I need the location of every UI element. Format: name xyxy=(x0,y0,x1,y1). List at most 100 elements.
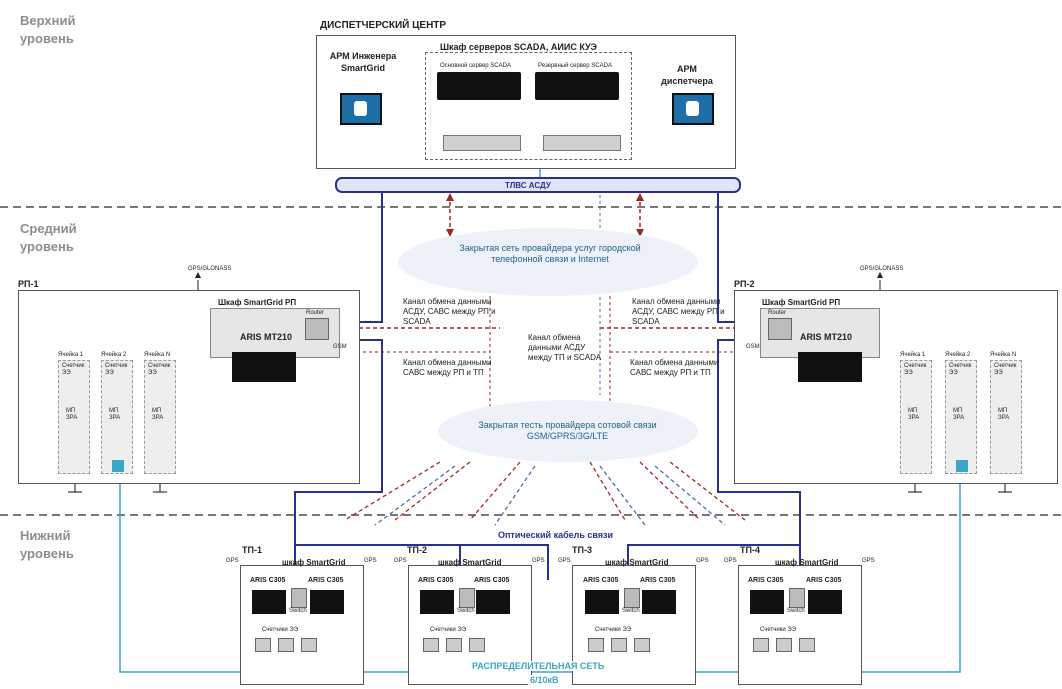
rp1-cabinet-label: Шкаф SmartGrid РП xyxy=(218,298,297,307)
distribution-voltage-label: 6/10кВ xyxy=(528,675,561,685)
landline-cloud xyxy=(398,228,698,296)
monitor-icon xyxy=(340,93,382,125)
tp3-device-a-icon xyxy=(585,590,619,614)
tp1-cabinet-label: шкаф SmartGrid xyxy=(282,558,346,567)
tp1-switch-label: Switch xyxy=(289,608,307,614)
tp3-switch-label: Switch xyxy=(622,608,640,614)
tp1-device-b-icon xyxy=(310,590,344,614)
rp1-bus-node xyxy=(112,460,124,472)
rp1-cell-2-label: Ячейка 2 xyxy=(101,352,127,358)
tp1-meters-label: Счетчики ЭЭ xyxy=(262,627,299,633)
rp1-mp-1: МП ЗРА xyxy=(66,408,78,421)
tp3-switch-icon xyxy=(624,588,640,608)
tp4-switch-label: Switch xyxy=(787,608,805,614)
rp2-cell-n-label: Ячейка N xyxy=(990,352,1017,358)
tp2-switch-label: Switch xyxy=(457,608,475,614)
tp3-device-b-label: ARIS C305 xyxy=(640,577,676,584)
dispatch-title: ДИСПЕТЧЕРСКИЙ ЦЕНТР xyxy=(320,20,447,31)
rp2-label: РП-2 xyxy=(734,279,755,289)
arm-engineer-label: АРМ Инженера SmartGrid xyxy=(329,51,397,73)
optical-cable-label: Оптический кабель связи xyxy=(498,530,614,540)
main-server-label: Основной сервер SCADA xyxy=(440,63,511,69)
channel-label-center: Канал обмена данными АСДУ между ТП и SCA… xyxy=(528,333,602,362)
tp2-device-a-icon xyxy=(420,590,454,614)
meter-icon xyxy=(799,638,815,652)
rp1-device-icon xyxy=(232,352,296,382)
tp4-meters-label: Счетчики ЭЭ xyxy=(760,627,797,633)
rp1-device-label: ARIS MT210 xyxy=(240,332,293,342)
arm-dispatcher-label: АРМ диспетчера xyxy=(661,64,713,86)
cellular-cloud xyxy=(438,400,698,462)
server-cabinet-label: Шкаф серверов SCADA, АИИС КУЭ xyxy=(440,42,597,52)
rp2-cell-n xyxy=(990,360,1022,474)
level-lower-label: Нижний уровень xyxy=(20,528,74,561)
rp1-meter-2: Счетчик ЭЭ xyxy=(105,363,128,376)
tp4-device-b-icon xyxy=(808,590,842,614)
tp3-device-b-icon xyxy=(642,590,676,614)
tp4-device-a-label: ARIS C305 xyxy=(748,577,784,584)
tp1-device-b-label: ARIS C305 xyxy=(308,577,344,584)
tp3-gps-label: GPS xyxy=(558,558,571,564)
level-middle-label: Средний уровень xyxy=(20,221,77,254)
rp1-router-label: Router xyxy=(306,310,325,316)
switch-icon xyxy=(543,135,621,151)
backup-server-label: Резервный сервер SCADA xyxy=(538,63,612,69)
rp2-cell-1 xyxy=(900,360,932,474)
rp2-bus-node xyxy=(956,460,968,472)
meter-icon xyxy=(753,638,769,652)
fiber-rp2-tp xyxy=(627,339,801,580)
rp1-cell-2 xyxy=(101,360,133,474)
tp3-cabinet-label: шкаф SmartGrid xyxy=(605,558,669,567)
rp2-cell-2-label: Ячейка 2 xyxy=(945,352,971,358)
meter-icon xyxy=(301,638,317,652)
level-upper-label: Верхний уровень xyxy=(20,13,76,46)
tp1-box xyxy=(240,565,364,685)
tp1-switch-icon xyxy=(291,588,307,608)
tp4-cabinet-label: шкаф SmartGrid xyxy=(775,558,839,567)
backup-server-icon xyxy=(535,72,619,100)
meter-icon xyxy=(611,638,627,652)
rp1-router-icon xyxy=(305,318,329,340)
rp2-cell-1-label: Ячейка 1 xyxy=(900,352,926,358)
rp1-gsm-label: GSM xyxy=(333,344,347,350)
lan-bus-label: ТЛВС АСДУ xyxy=(505,181,551,190)
tp3-device-a-label: ARIS C305 xyxy=(583,577,619,584)
rp2-meter-n: Счетчик ЭЭ xyxy=(994,363,1017,376)
monitor-icon xyxy=(672,93,714,125)
rp2-mp-1: МП ЗРА xyxy=(908,408,920,421)
meter-icon xyxy=(446,638,462,652)
rp2-cell-2 xyxy=(945,360,977,474)
meter-icon xyxy=(634,638,650,652)
tp2-gps-label: GPS xyxy=(394,558,407,564)
rp2-device-icon xyxy=(798,352,862,382)
channel-label-left-top: Канал обмена данными АСДУ, САВС между РП… xyxy=(403,297,496,326)
tp4-device-b-label: ARIS C305 xyxy=(806,577,842,584)
distribution-label: РАСПРЕДЕЛИТЕЛЬНАЯ СЕТЬ xyxy=(470,661,607,671)
rp2-device-label: ARIS MT210 xyxy=(800,332,853,342)
dispatch-center-box xyxy=(316,35,736,169)
tp3-meters-label: Счетчики ЭЭ xyxy=(595,627,632,633)
main-server-icon xyxy=(437,72,521,100)
rp2-gsm-label: GSM xyxy=(746,344,760,350)
meter-icon xyxy=(423,638,439,652)
rp1-cell-1-label: Ячейка 1 xyxy=(58,352,84,358)
fiber-rp1-tp xyxy=(294,339,549,580)
distribution-line xyxy=(119,470,961,673)
tp2-switch-icon xyxy=(459,588,475,608)
rp2-gps-label: GPS/GLONASS xyxy=(860,266,904,272)
rp1-label: РП-1 xyxy=(18,279,39,289)
server-cabinet xyxy=(425,52,632,160)
channel-label-right-bottom: Канал обмена данными САВС между РП и ТП xyxy=(630,358,719,377)
rp2-meter-1: Счетчик ЭЭ xyxy=(904,363,927,376)
rp1-gps-label: GPS/GLONASS xyxy=(188,266,232,272)
tp1-gps-label-2: GPS xyxy=(364,558,377,564)
rp1-mp-n: МП ЗРА xyxy=(152,408,164,421)
tp1-label: ТП-1 xyxy=(242,545,262,555)
switch-icon xyxy=(443,135,521,151)
rp2-mp-n: МП ЗРА xyxy=(998,408,1010,421)
tp4-switch-icon xyxy=(789,588,805,608)
tp4-gps-label-2: GPS xyxy=(862,558,875,564)
channel-label-right-top: Канал обмена данными АСДУ, САВС между РП… xyxy=(632,297,725,326)
tp2-device-b-label: ARIS C305 xyxy=(474,577,510,584)
tp2-gps-label-2: GPS xyxy=(532,558,545,564)
